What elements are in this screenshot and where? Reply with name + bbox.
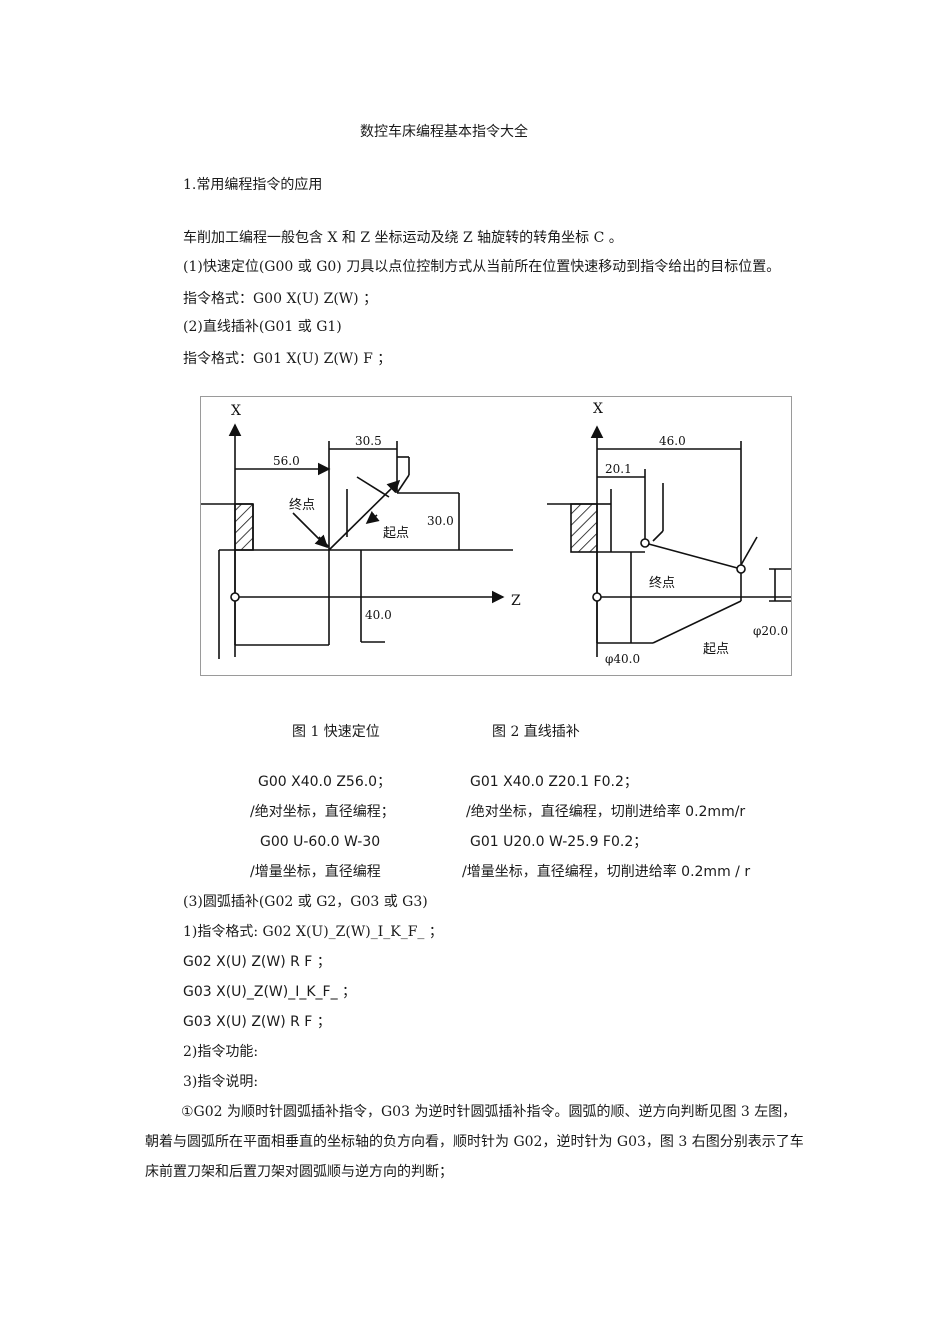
g01-format: 指令格式：G01 X(U) Z(W) F ； — [183, 351, 392, 367]
example-right-4: /增量坐标，直径编程，切削进给率 0.2mm / r — [462, 864, 751, 880]
example-left-3: G00 U-60.0 W-30 — [260, 834, 381, 850]
lathe-diagram: X Z 56.0 30.5 30.0 40.0 终点 起点 X 46.0 20.… — [201, 401, 791, 666]
fig1-start-label: 起点 — [383, 526, 409, 541]
arc-paragraph: ①G02 为顺时针圆弧插补指令，G03 为逆时针圆弧插补指令。圆弧的顺、逆方向判… — [145, 1104, 804, 1180]
example-left-1: G00 X40.0 Z56.0； — [258, 774, 392, 790]
example-right-2: /绝对坐标，直径编程，切削进给率 0.2mm/r — [466, 804, 746, 820]
arc-format-3: G03 X(U)_Z(W)_I_K_F_ ； — [183, 984, 357, 1000]
caption-fig2: 图 2 直线插补 — [492, 724, 580, 740]
fig2-x-label: X — [593, 401, 603, 417]
example-left-4: /增量坐标，直径编程 — [250, 864, 381, 880]
fig1-end-label: 终点 — [289, 497, 315, 513]
intro-line: 车削加工编程一般包含 X 和 Z 坐标运动及绕 Z 轴旋转的转角坐标 C 。 — [183, 230, 623, 246]
fig1-dim-56: 56.0 — [273, 454, 300, 468]
fig1-x-label: X — [231, 403, 241, 419]
arc-format-2: G02 X(U) Z(W) R F ； — [183, 954, 331, 970]
fig1-dim-30: 30.0 — [427, 514, 454, 528]
fig1-dim-305: 30.5 — [355, 434, 382, 448]
fig2-start-label: 起点 — [703, 642, 729, 657]
example-right-1: G01 X40.0 Z20.1 F0.2； — [470, 774, 638, 790]
fig2-end-label: 终点 — [649, 575, 675, 591]
section-heading: 1.常用编程指令的应用 — [183, 177, 323, 193]
lathe-figure: X Z 56.0 30.5 30.0 40.0 终点 起点 X 46.0 20.… — [200, 396, 792, 676]
fig2-dim-phi20: φ20.0 — [753, 624, 788, 638]
document-title: 数控车床编程基本指令大全 — [360, 124, 528, 140]
arc-function: 2)指令功能: — [183, 1044, 259, 1060]
caption-fig1: 图 1 快速定位 — [292, 724, 380, 740]
arc-title: (3)圆弧插补(G02 或 G2，G03 或 G3) — [183, 894, 428, 910]
g01-title: (2)直线插补(G01 或 G1) — [183, 319, 342, 335]
arc-format-1: 1)指令格式: G02 X(U)_Z(W)_I_K_F_ ； — [183, 924, 443, 940]
fig2-dim-46: 46.0 — [659, 434, 686, 448]
fig2-dim-201: 20.1 — [605, 462, 632, 476]
fig2-dim-phi40: φ40.0 — [605, 652, 640, 666]
example-right-3: G01 U20.0 W-25.9 F0.2； — [470, 834, 648, 850]
g00-title: (1)快速定位(G00 或 G0) 刀具以点位控制方式从当前所在位置快速移动到指… — [183, 259, 781, 275]
arc-format-4: G03 X(U) Z(W) R F ； — [183, 1014, 331, 1030]
fig1-z-label: Z — [511, 593, 521, 609]
fig1-dim-40: 40.0 — [365, 608, 392, 622]
arc-description: 3)指令说明: — [183, 1074, 259, 1090]
example-left-2: /绝对坐标，直径编程； — [250, 804, 395, 820]
g00-format: 指令格式：G00 X(U) Z(W) ； — [183, 291, 378, 307]
